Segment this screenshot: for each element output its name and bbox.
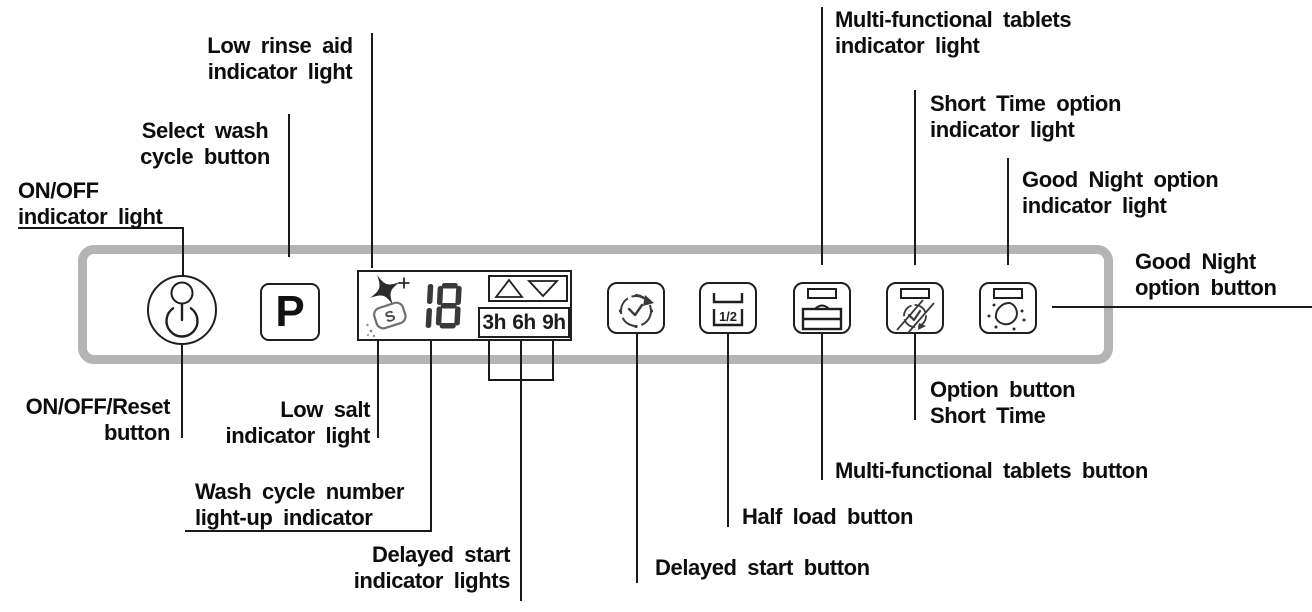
callout-line-tablets-button bbox=[821, 334, 823, 480]
half-load-button[interactable]: 1/2 bbox=[699, 282, 757, 334]
good-night-indicator-light bbox=[993, 288, 1023, 299]
salt-tablet-icon: S bbox=[366, 301, 407, 338]
label-on-off-indicator: ON/OFF indicator light bbox=[18, 178, 163, 229]
clock-arrow-icon bbox=[618, 294, 654, 329]
callout-underline-on-off-indicator bbox=[18, 227, 184, 229]
callout-line-low-rinse-aid bbox=[371, 33, 373, 268]
delayed-start-indicator-lights: 3h 6h 9h bbox=[478, 307, 570, 338]
select-wash-cycle-button[interactable]: P bbox=[260, 283, 320, 341]
callout-bracket-delayed-start bbox=[488, 379, 554, 381]
delay-hours-label: 3h 6h 9h bbox=[482, 310, 566, 334]
half-load-fraction: 1/2 bbox=[719, 309, 737, 324]
label-delayed-start-button: Delayed start button bbox=[655, 555, 870, 580]
callout-line-9h bbox=[552, 341, 554, 381]
control-panel-frame bbox=[78, 245, 1113, 364]
seven-segment-cycle-number bbox=[425, 283, 462, 329]
delayed-start-button[interactable] bbox=[607, 282, 665, 334]
display-window: S 18 3h 6h 9 bbox=[357, 270, 572, 341]
clock-slash-icon bbox=[896, 299, 935, 333]
half-load-rack-indicator-lights bbox=[488, 275, 568, 302]
label-good-night-indicator: Good Night option indicator light bbox=[1022, 167, 1219, 218]
callout-line-option-short-time bbox=[914, 334, 916, 420]
callout-line-good-night-button bbox=[1052, 306, 1312, 308]
callout-line-short-time-indicator bbox=[914, 90, 916, 265]
label-option-short-time: Option button Short Time bbox=[930, 377, 1076, 428]
callout-line-good-night-indicator bbox=[1007, 158, 1009, 265]
salt-letter: S bbox=[383, 307, 398, 326]
up-down-triangles-icon bbox=[494, 278, 560, 298]
moon-icon bbox=[987, 301, 1026, 331]
rinse-aid-sparkle-icon bbox=[369, 274, 410, 306]
short-time-indicator-light bbox=[900, 288, 930, 299]
label-tablets-indicator: Multi-functional tablets indicator light bbox=[835, 7, 1072, 58]
on-off-indicator-light bbox=[170, 281, 194, 305]
multi-functional-tablets-indicator-light bbox=[807, 288, 837, 299]
half-load-lower-rack-light bbox=[526, 280, 560, 298]
callout-underline-wash-cycle-number bbox=[185, 530, 432, 532]
callout-line-6h bbox=[520, 341, 522, 601]
label-wash-cycle-number: Wash cycle number light-up indicator bbox=[195, 479, 405, 530]
callout-line-3h bbox=[488, 341, 490, 381]
short-time-option-button[interactable] bbox=[886, 282, 944, 334]
label-tablets-button: Multi-functional tablets button bbox=[835, 458, 1148, 483]
label-half-load-button: Half load button bbox=[742, 504, 914, 529]
callout-line-low-salt bbox=[377, 341, 379, 438]
label-short-time-indicator: Short Time option indicator light bbox=[930, 91, 1122, 142]
on-off-reset-button[interactable] bbox=[147, 275, 217, 345]
callout-line-select-wash-cycle bbox=[288, 114, 290, 257]
callout-line-half-load-button bbox=[727, 334, 729, 527]
callout-line-delayed-start-button bbox=[636, 334, 638, 583]
label-on-off-reset-button: ON/OFF/Reset button bbox=[25, 394, 171, 445]
multi-tablet-icon bbox=[801, 304, 843, 331]
label-select-wash-cycle: Select wash cycle button bbox=[140, 118, 270, 169]
callout-line-on-off-reset bbox=[181, 345, 183, 438]
power-icon bbox=[165, 281, 199, 338]
callout-line-on-off-indicator bbox=[182, 227, 184, 276]
multi-functional-tablets-button[interactable] bbox=[793, 282, 851, 334]
label-low-salt: Low salt indicator light bbox=[225, 397, 371, 448]
label-good-night-button: Good Night option button bbox=[1135, 249, 1277, 300]
label-delayed-start-indicator: Delayed start indicator lights bbox=[353, 542, 511, 593]
program-button-label: P bbox=[275, 287, 305, 336]
good-night-option-button[interactable] bbox=[979, 282, 1037, 334]
half-load-upper-rack-light bbox=[494, 278, 524, 298]
callout-line-wash-cycle-number bbox=[430, 341, 432, 532]
callout-line-tablets-indicator bbox=[821, 7, 823, 265]
half-load-rack-icon: 1/2 bbox=[712, 293, 744, 327]
label-low-rinse-aid: Low rinse aid indicator light bbox=[207, 33, 353, 84]
